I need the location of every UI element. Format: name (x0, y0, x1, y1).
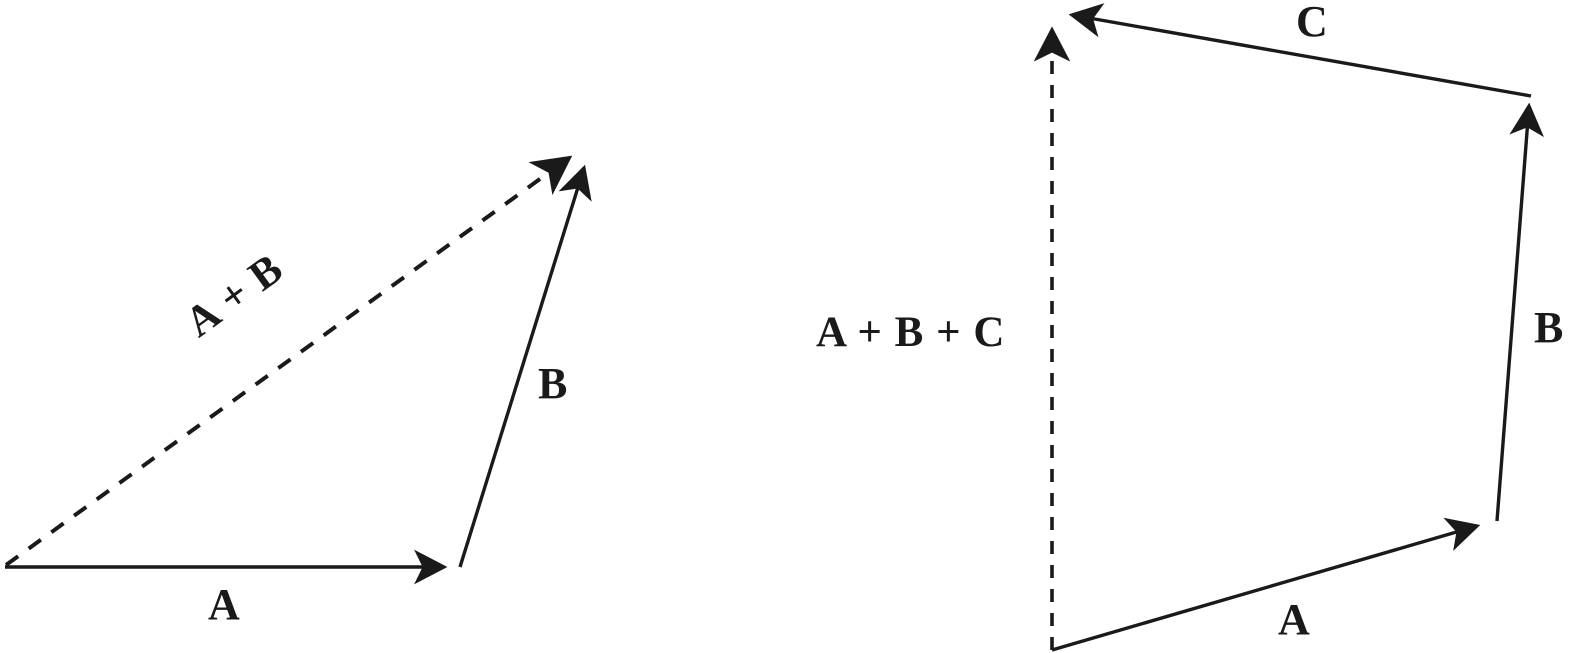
left-panel-group (4, 155, 592, 585)
right-vector-a-line (1051, 517, 1481, 652)
left-vector-b-label: B (538, 359, 568, 408)
right-vector-c-label: C (1296, 0, 1328, 46)
right-vector-c-line (1068, 3, 1532, 98)
right-vector-b-line (1495, 102, 1544, 522)
right-panel-group (1033, 3, 1544, 652)
right-vector-b-label: B (1534, 303, 1564, 352)
left-vector-b-line (458, 164, 592, 568)
left-vector-a-label: A (208, 580, 240, 629)
right-vector-a-label: A (1278, 595, 1310, 644)
right-vector-sum-label: A + B + C (816, 309, 1006, 356)
left-vector-a-plus-b-line (4, 155, 573, 567)
